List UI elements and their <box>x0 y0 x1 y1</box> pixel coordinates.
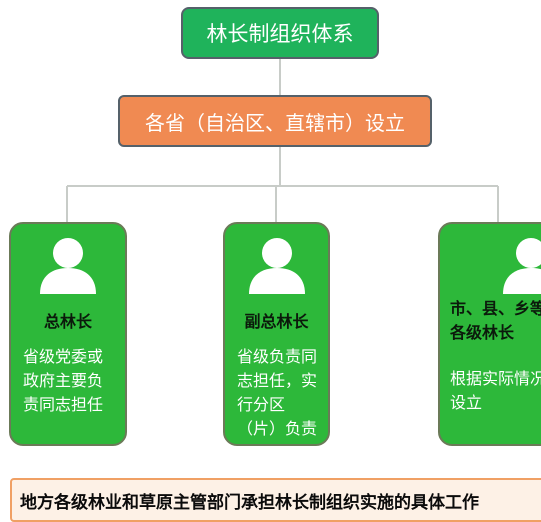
local-forest-chiefs-card: 市、县、乡等各级林长 根据实际情况设立 <box>438 222 541 446</box>
person-icon <box>503 238 541 294</box>
card-description: 省级负责同志担任，实行分区（片）负责 <box>237 347 318 438</box>
person-icon <box>248 238 305 294</box>
province-node: 各省（自治区、直辖市）设立 <box>118 95 432 147</box>
card-description: 省级党委或政府主要负责同志担任 <box>23 347 104 414</box>
root-node: 林长制组织体系 <box>181 7 379 59</box>
root-node-label: 林长制组织体系 <box>206 22 354 46</box>
person-icon <box>40 238 96 294</box>
card-title: 副总林长 <box>244 312 309 331</box>
card-description: 根据实际情况设立 <box>450 369 541 412</box>
deputy-chief-forest-chief-card: 副总林长 省级负责同志担任，实行分区（片）负责 <box>223 222 330 446</box>
chief-forest-chief-card: 总林长 省级党委或政府主要负责同志担任 <box>9 222 127 446</box>
card-title: 市、县、乡等各级林长 <box>450 299 541 342</box>
province-node-label: 各省（自治区、直辖市）设立 <box>145 110 405 135</box>
footer-note: 地方各级林业和草原主管部门承担林长制组织实施的具体工作 <box>10 478 541 522</box>
footer-note-label: 地方各级林业和草原主管部门承担林长制组织实施的具体工作 <box>20 492 479 513</box>
card-title: 总林长 <box>43 312 92 331</box>
